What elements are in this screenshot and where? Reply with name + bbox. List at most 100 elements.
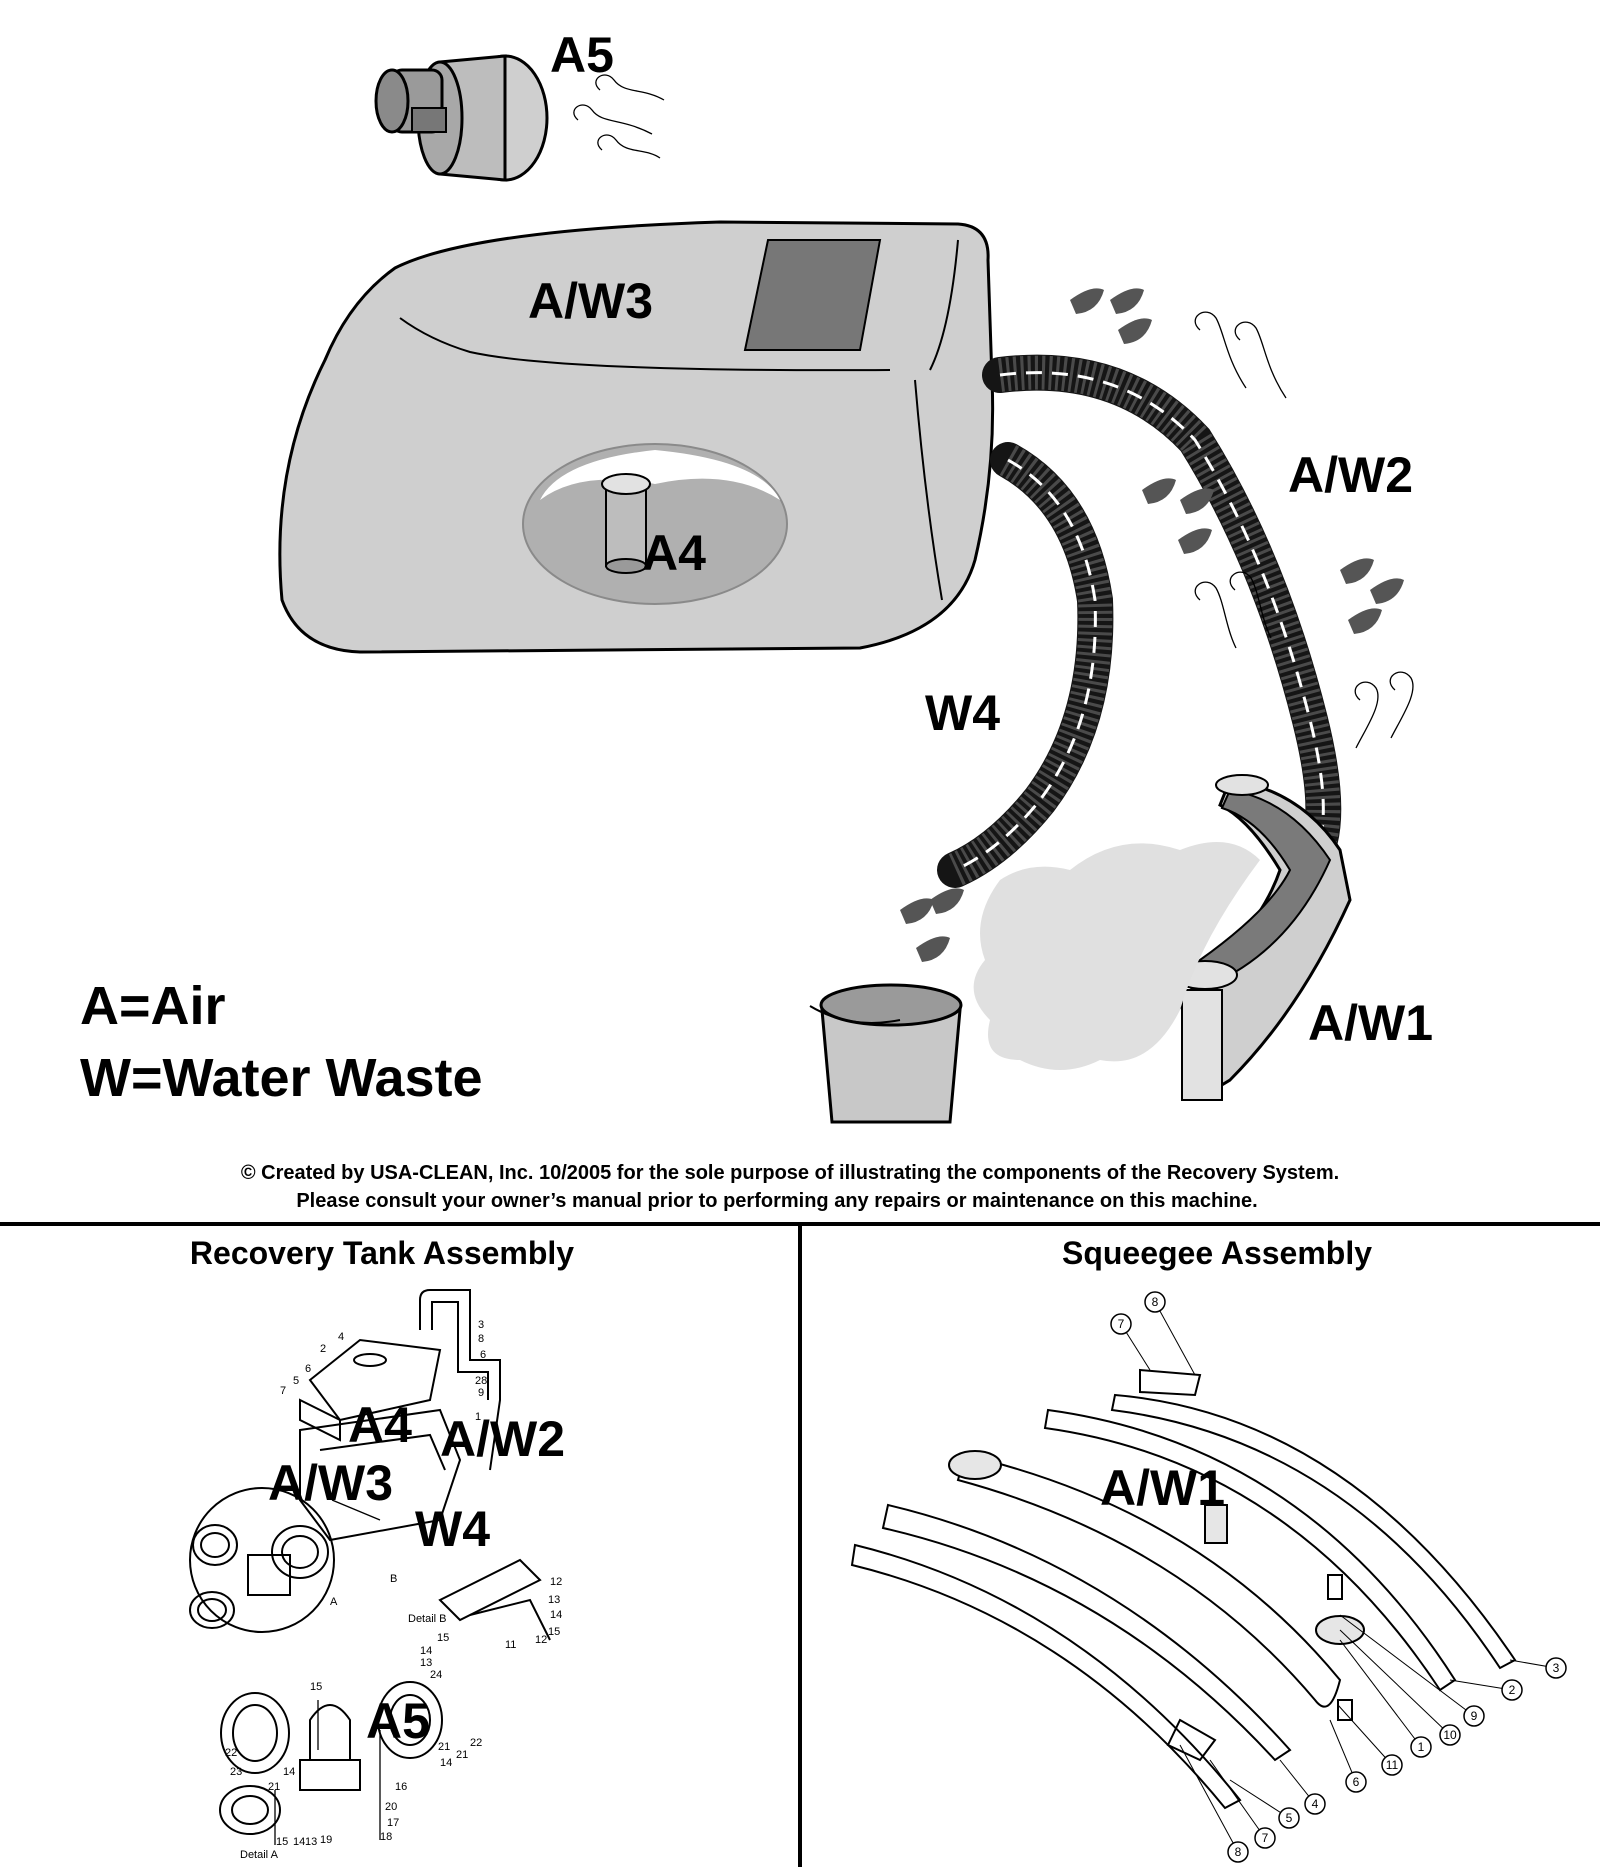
hose-w4: [937, 442, 1114, 888]
callout-circle: [1545, 1657, 1567, 1679]
callout-circle: [1110, 1313, 1132, 1335]
label-w4: W4: [925, 685, 1000, 741]
label-aw1: A/W1: [1308, 995, 1433, 1051]
part-number: 11: [505, 1639, 516, 1651]
part-number: 1: [475, 1411, 481, 1423]
part-number: 20: [385, 1801, 397, 1813]
callout-leader: [1154, 1301, 1196, 1376]
callout-number: 10: [1443, 1728, 1457, 1742]
callout-number: 6: [1353, 1775, 1360, 1789]
part-number: 14: [550, 1609, 562, 1621]
vacuum-motor: [374, 54, 549, 182]
label-a4: A4: [642, 525, 706, 581]
rt-label-aw2: A/W2: [440, 1411, 565, 1467]
part-number: 6: [305, 1363, 311, 1375]
part-number: 17: [387, 1817, 399, 1829]
part-number: 12: [550, 1576, 562, 1588]
callout-circle: [1410, 1736, 1432, 1758]
callout-number: 8: [1152, 1295, 1159, 1309]
callout-circle: [1381, 1754, 1403, 1776]
hose-aw2: [982, 354, 1342, 858]
part-number: 22: [470, 1737, 482, 1749]
callout-number: 2: [1509, 1683, 1516, 1697]
copyright-line-2: Please consult your owner’s manual prior…: [296, 1190, 1257, 1212]
squeegee-title: Squeegee Assembly: [1062, 1235, 1372, 1271]
callout-leader: [1339, 1629, 1451, 1736]
part-number: 5: [293, 1375, 299, 1387]
callout-leader: [1339, 1639, 1422, 1748]
callout-number: 11: [1386, 1758, 1399, 1772]
callout-number: 7: [1118, 1317, 1125, 1331]
rt-label-aw3: A/W3: [268, 1455, 393, 1511]
callout-number: 8: [1235, 1845, 1242, 1859]
part-number: 23: [230, 1766, 242, 1778]
air-swirl-icon: [573, 74, 665, 159]
part-number: 15: [437, 1632, 449, 1644]
callout-circle: [1278, 1807, 1300, 1829]
part-number: 14: [440, 1757, 452, 1769]
callout-number: 3: [1553, 1661, 1560, 1675]
part-number: 2: [320, 1343, 326, 1355]
callout-number: 4: [1312, 1797, 1319, 1811]
callout-circle: [1144, 1291, 1166, 1313]
water-droplet-icon: [900, 288, 1404, 962]
rt-label-a4: A4: [348, 1397, 412, 1453]
label-aw3: A/W3: [528, 273, 653, 329]
part-number: 15: [276, 1836, 288, 1848]
recovery-tank-title: Recovery Tank Assembly: [190, 1235, 574, 1271]
callout-number: 5: [1286, 1811, 1293, 1825]
part-number: 14: [420, 1645, 432, 1657]
callout-circle: [1254, 1827, 1276, 1849]
callout-leader: [1337, 1704, 1393, 1766]
detail-a-label: Detail A: [240, 1849, 279, 1861]
callout-number: 9: [1471, 1709, 1478, 1723]
label-aw2: A/W2: [1288, 447, 1413, 503]
part-number: 8: [478, 1333, 484, 1345]
recovery-tank: [278, 220, 995, 654]
part-number: 13: [420, 1657, 432, 1669]
callout-leader: [1209, 1759, 1266, 1839]
part-number: 12: [535, 1634, 547, 1646]
part-number: 7: [280, 1385, 286, 1397]
air-swirl-icon: [1194, 311, 1414, 749]
part-number: 28: [475, 1375, 487, 1387]
part-number: 24: [430, 1669, 442, 1681]
recovery-tank-exploded-view: [189, 1289, 551, 1845]
part-number: 3: [478, 1319, 484, 1331]
legend-water: W=Water Waste: [80, 1048, 483, 1108]
callout-number: 1: [1418, 1740, 1425, 1754]
part-number: 21: [456, 1749, 468, 1761]
callout-leader: [1339, 1614, 1475, 1717]
squeegee-exploded-view: [850, 1368, 1517, 1810]
copyright-line-1: © Created by USA-CLEAN, Inc. 10/2005 for…: [241, 1162, 1339, 1184]
callout-circle: [1304, 1793, 1326, 1815]
detail-marker-a: A: [330, 1596, 338, 1608]
callout-circle: [1439, 1724, 1461, 1746]
part-number: 21: [268, 1781, 280, 1793]
part-number: 22: [225, 1747, 237, 1759]
callout-leader: [1329, 1719, 1357, 1783]
callout-circle: [1463, 1705, 1485, 1727]
detail-marker-b: B: [390, 1573, 397, 1585]
callout-circle: [1501, 1679, 1523, 1701]
part-number: 15: [310, 1681, 322, 1693]
part-number: 4: [338, 1331, 344, 1343]
debris-cloud: [973, 842, 1260, 1070]
part-number: 18: [380, 1831, 392, 1843]
rt-label-a5: A5: [366, 1693, 430, 1749]
part-number: 13: [305, 1836, 317, 1848]
part-number: 14: [283, 1766, 295, 1778]
callout-leader: [1229, 1779, 1290, 1819]
part-number: 21: [438, 1741, 450, 1753]
callout-circle: [1345, 1771, 1367, 1793]
waste-bucket: [809, 983, 963, 1124]
detail-b-label: Detail B: [408, 1613, 447, 1625]
part-number: 6: [480, 1349, 486, 1361]
part-number: 14: [293, 1836, 305, 1848]
label-a5: A5: [550, 27, 614, 83]
sq-label-aw1: A/W1: [1100, 1460, 1225, 1516]
part-number: 19: [320, 1834, 332, 1846]
